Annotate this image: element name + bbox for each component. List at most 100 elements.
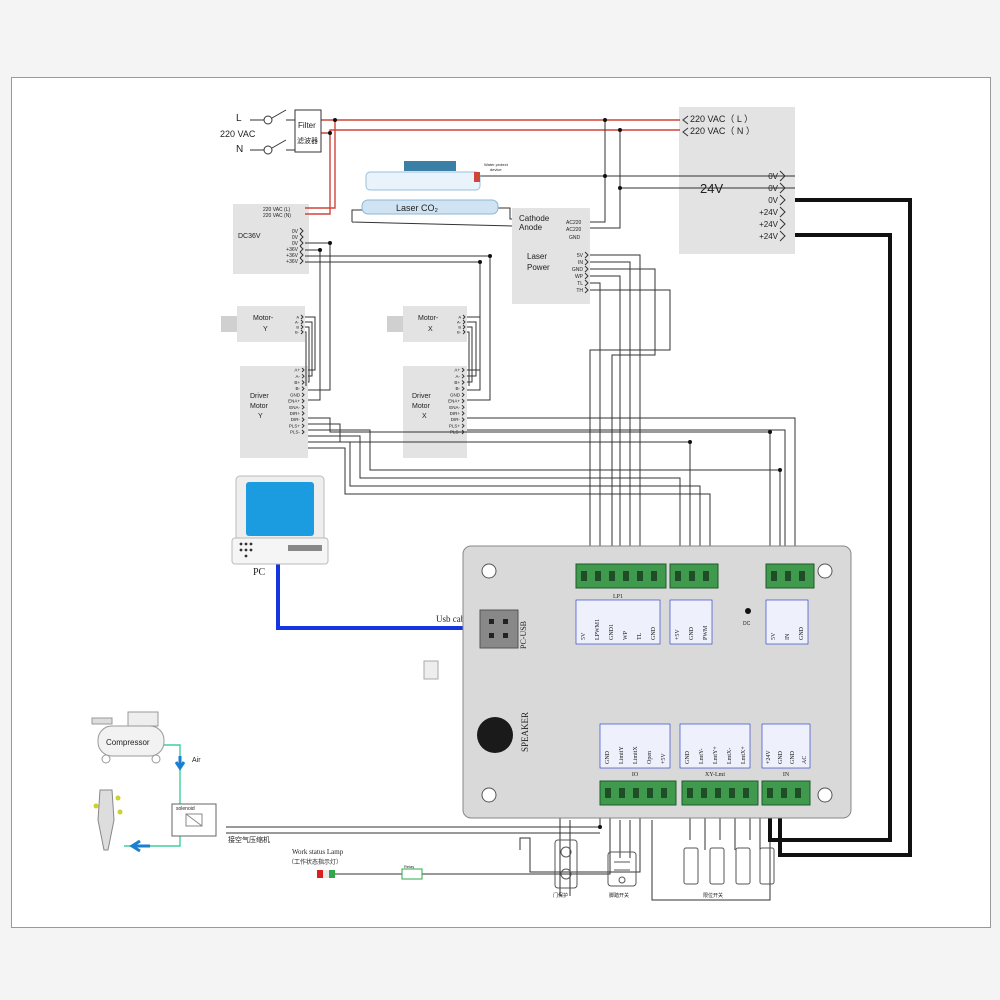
psu36-terminal-2: [299, 239, 304, 247]
terminal-screw-4-2: [715, 788, 721, 798]
motor-x-pin-list: AA-BB-: [457, 314, 466, 334]
psu24-title: 24V: [700, 181, 723, 196]
pc-usb-label: PC-USB: [519, 621, 528, 649]
psu36-terminal-4: [299, 251, 304, 259]
dx-terminal-9: [461, 423, 465, 429]
driver-x-label3: X: [422, 413, 427, 420]
status-lamp-icon: [317, 870, 335, 878]
usb-cable: [276, 558, 482, 630]
lp-pin-0: 5V: [577, 253, 584, 259]
my-pin-3: B-: [295, 329, 300, 334]
usb-cable-label: Usb cable: [436, 614, 472, 624]
pc-usb-port[interactable]: [479, 609, 519, 649]
board-top-mid-pin-2: PWM: [703, 625, 709, 640]
terminal-screw-0-3: [623, 571, 629, 581]
board-bot-left-pin-1: LimitY: [619, 746, 625, 764]
terminal-screw-4-0: [687, 788, 693, 798]
foot-switch-icon: [607, 851, 637, 887]
dy-terminal-4: [301, 392, 305, 398]
board-top-left-label-box: [575, 599, 661, 645]
air-label: Air: [192, 757, 201, 764]
psu24-terminal-3: [779, 206, 786, 218]
motor-y-label1: Motor-: [253, 315, 274, 322]
compressor-icon: [91, 711, 165, 764]
laser-tube: [361, 199, 499, 215]
motor-y-shaft: [221, 316, 237, 332]
terminal-screw-3-4: [661, 788, 667, 798]
driver-x-label2: Motor: [412, 403, 431, 410]
dy-terminal-7: [301, 411, 305, 416]
plug-icon: [423, 660, 439, 680]
terminal-screw-5-1: [781, 788, 787, 798]
board-bot-mid-pin-1: LmtY-: [699, 748, 705, 764]
psu36-terminal-5: [299, 257, 304, 265]
psu36-title: DC36V: [238, 233, 261, 240]
board-bot-mid-pin-3: LmtX-: [727, 748, 733, 764]
dy-pin-3: B-: [296, 386, 301, 391]
my-pin-2: B: [296, 324, 299, 329]
mains-switch-icon: [250, 109, 295, 155]
motor-x-box: [403, 306, 467, 342]
dy-terminal-5: [301, 398, 305, 404]
lamp-label-cn: （工作状态指示灯）: [288, 858, 342, 866]
laser-power-title1: Laser: [527, 252, 547, 261]
dx-terminal-3: [461, 386, 465, 391]
limit-switch-label: 限位开关: [703, 892, 723, 899]
laser-head-icon: [93, 789, 123, 851]
dx-pin-3: B-: [456, 386, 461, 391]
board-top-right-pin-0: 5V: [771, 632, 777, 640]
lamp-label-en: Work status Lamp: [292, 848, 344, 856]
board-top-left-pin-1: LPWM1: [595, 619, 601, 640]
controller-board: [462, 545, 852, 819]
dx-terminal-2: [461, 380, 465, 385]
my-terminal-0: [300, 314, 304, 320]
mx-terminal-2: [462, 324, 466, 330]
board-top-left-pin-2: GND1: [609, 624, 615, 640]
psu24-terminal-1: [779, 182, 786, 194]
lp-terminal-2: [584, 265, 589, 273]
lp-pin-4: TL: [577, 281, 583, 287]
dx-pin-6: ENA-: [449, 405, 460, 410]
mx-terminal-1: [462, 319, 466, 325]
terminal-screw-5-2: [795, 788, 801, 798]
my-pin-0: A: [296, 314, 299, 319]
driver-y-label2: Motor: [250, 403, 269, 410]
board-top-right-label-box: [765, 599, 809, 645]
terminal-screw-3-1: [619, 788, 625, 798]
water-protect-device: [404, 161, 456, 171]
dy-pin-6: ENA-: [289, 405, 300, 410]
dx-terminal-0: [461, 367, 465, 373]
driver-y-label3: Y: [258, 413, 263, 420]
psu36-pin-1: 0V: [292, 235, 299, 241]
solenoid-cn: 接空气压缩机: [228, 835, 270, 844]
board-bot-right-group-label: IN: [783, 772, 790, 778]
board-top-mid-label-box: [669, 599, 713, 645]
motor-y-box: [237, 306, 305, 342]
terminal-screw-0-4: [637, 571, 643, 581]
dx-terminal-6: [461, 404, 465, 410]
limit-switch-icons: [683, 847, 775, 885]
my-pin-1: A-: [295, 319, 300, 324]
dx-terminal-1: [461, 373, 465, 379]
mains-l-label: L: [236, 113, 242, 124]
filter-label: Filter: [298, 121, 316, 130]
board-bot-left-group-label: IO: [632, 772, 639, 778]
terminal-screw-3-0: [605, 788, 611, 798]
terminal-screw-4-4: [743, 788, 749, 798]
dx-terminal-8: [461, 417, 465, 422]
terminal-screw-0-2: [609, 571, 615, 581]
door-switch-icon: [554, 839, 578, 889]
board-bot-mid-pin-2: LmtY+: [713, 746, 719, 764]
dy-pin-0: A+: [294, 368, 300, 373]
board-bot-right-pin-2: GND: [790, 750, 796, 764]
psu36-pin-0: 0V: [292, 229, 299, 235]
lp-pin-5: TH: [576, 288, 583, 294]
dx-pin-4: GND: [450, 392, 461, 397]
pc-icon: [231, 475, 329, 565]
terminal-screw-1-2: [703, 571, 709, 581]
my-terminal-2: [300, 324, 304, 330]
driver-y-box: [240, 366, 308, 458]
